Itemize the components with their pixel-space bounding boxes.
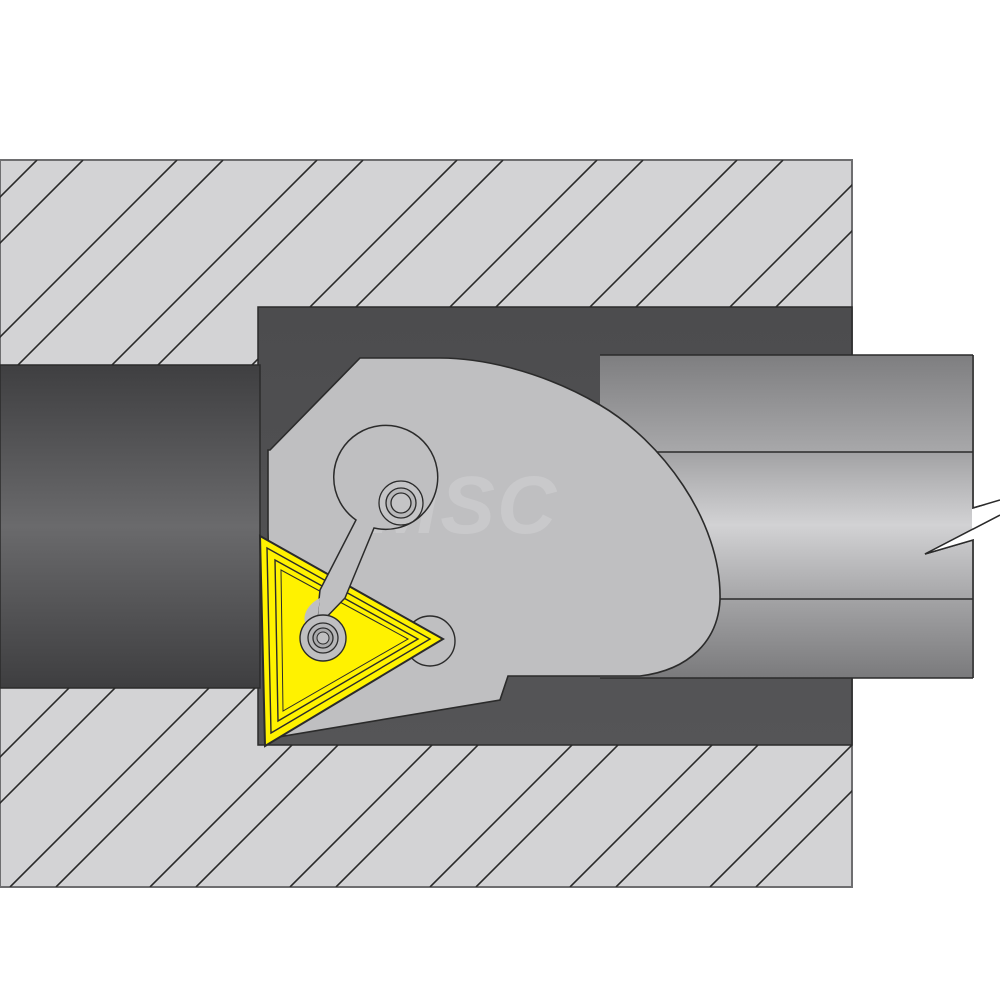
clamp <box>304 424 439 631</box>
insert-screw-icon <box>299 614 347 662</box>
boring-bar-shank <box>600 340 1000 691</box>
clamp-screw-icon <box>378 480 424 526</box>
bore-left-section <box>0 364 261 689</box>
